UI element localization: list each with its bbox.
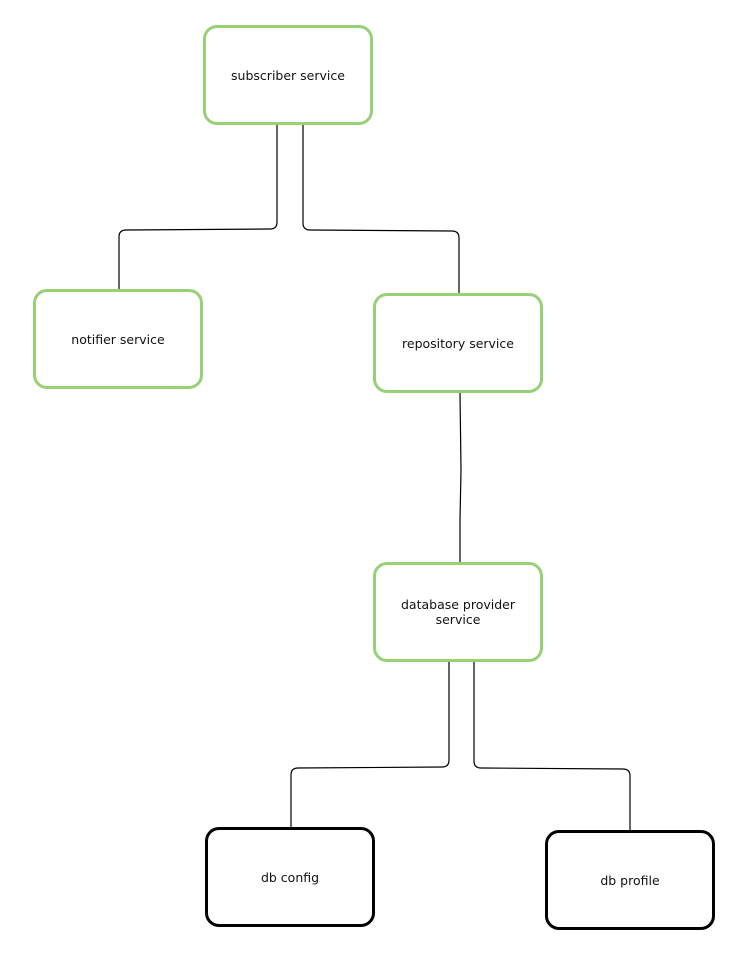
edge-repository-to-db-provider [459, 392, 462, 562]
repository-service-node[interactable]: repository service [373, 293, 543, 393]
db-profile-node[interactable]: db profile [545, 830, 715, 930]
subscriber-service-node[interactable]: subscriber service [203, 25, 373, 125]
edge-db-provider-to-db-profile [473, 662, 631, 830]
notifier-service-node[interactable]: notifier service [33, 289, 203, 389]
edge-db-provider-to-db-config [290, 662, 450, 827]
db-profile-label: db profile [600, 872, 660, 888]
edge-subscriber-to-notifier [118, 125, 278, 289]
database-provider-service-label: database provider service [400, 597, 515, 627]
db-config-node[interactable]: db config [205, 827, 375, 927]
db-config-label: db config [260, 869, 320, 885]
repository-service-label: repository service [402, 335, 514, 351]
database-provider-service-node[interactable]: database provider service [373, 562, 543, 662]
notifier-service-label: notifier service [71, 331, 165, 347]
subscriber-service-label: subscriber service [231, 67, 345, 83]
edge-subscriber-to-repository [302, 125, 460, 293]
